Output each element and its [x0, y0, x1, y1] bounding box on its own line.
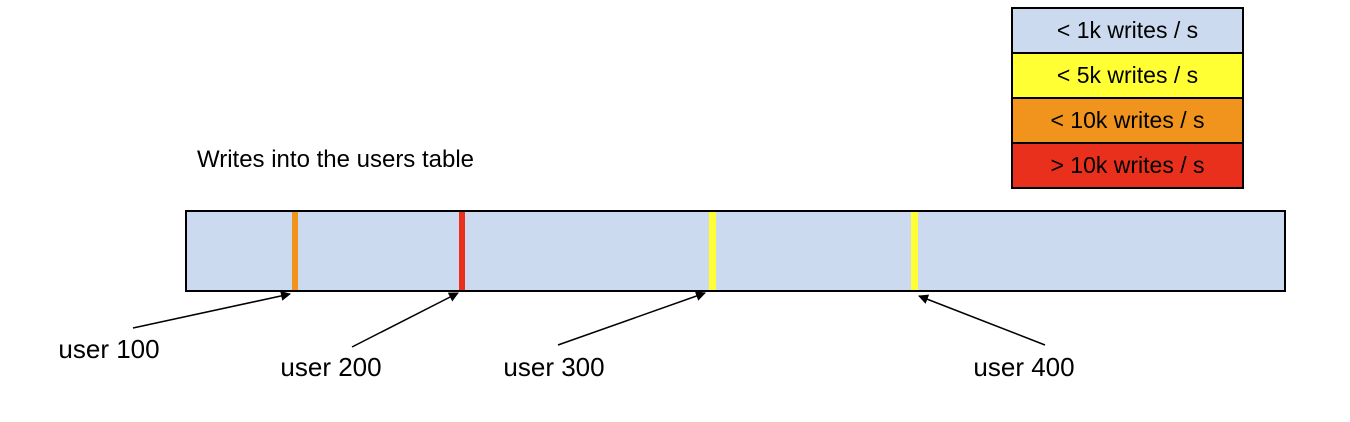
write-marker-user-400 [911, 212, 918, 290]
arrow-user-400 [918, 294, 1046, 346]
label-user-300: user 300 [503, 352, 605, 382]
legend-item-label: > 10k writes / s [1050, 152, 1205, 178]
arrow-user-300 [557, 291, 706, 346]
diagram-title: Writes into the users table [197, 146, 475, 173]
arrow-user-200 [351, 292, 459, 348]
users-table-bar [185, 210, 1286, 292]
legend-item-label: < 1k writes / s [1056, 17, 1199, 43]
legend-item-lt-1k: < 1k writes / s [1011, 7, 1244, 54]
label-user-200: user 200 [280, 352, 382, 382]
legend-item-label: < 10k writes / s [1050, 107, 1205, 133]
legend: < 1k writes / s < 5k writes / s < 10k wr… [1011, 7, 1244, 189]
arrow-user-100 [132, 291, 291, 329]
write-marker-user-300 [709, 212, 716, 290]
legend-item-lt-5k: < 5k writes / s [1011, 52, 1244, 99]
legend-item-gt-10k: > 10k writes / s [1011, 142, 1244, 189]
legend-item-label: < 5k writes / s [1056, 62, 1199, 88]
legend-item-lt-10k: < 10k writes / s [1011, 97, 1244, 144]
label-user-400: user 400 [973, 352, 1075, 382]
write-marker-user-200 [459, 212, 465, 290]
write-marker-user-100 [292, 212, 298, 290]
label-user-100: user 100 [58, 334, 160, 364]
